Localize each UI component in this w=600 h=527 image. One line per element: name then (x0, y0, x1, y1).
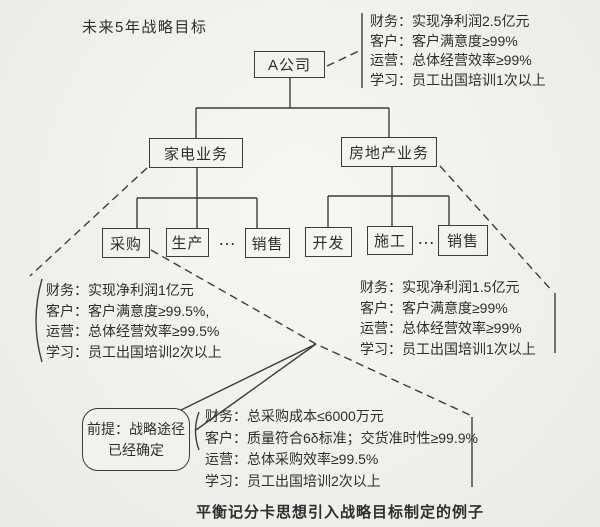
dashed-realestate-to-goals (439, 165, 554, 293)
dept-ellipsis-left: … (218, 229, 237, 249)
dashed-appliance-to-goals (29, 167, 148, 277)
org-connector-lines (136, 78, 450, 228)
figure-caption: 平衡记分卡思想引入战略目标制定的例子 (196, 504, 485, 521)
goal-row: 学习：员工出国培训1次以上 (370, 71, 546, 88)
goal-row: 客户：客户满意度≥99.5%, (46, 302, 210, 319)
premise-line-2: 已经确定 (108, 441, 164, 458)
goal-block-brackets (35, 13, 556, 487)
dept-box-production: 生产 (166, 228, 209, 257)
premise-line-1: 前提：战略途径 (87, 420, 185, 437)
goal-row: 运营：总体采购效率≥99.5% (205, 451, 379, 467)
root-company-box: A公司 (254, 51, 325, 78)
bracket-appliance-goals (35, 278, 43, 363)
goal-row: 运营：总体经营效率≥99% (370, 52, 532, 68)
goal-row: 财务：总采购成本≤6000万元 (205, 408, 384, 424)
page-title: 未来5年战略目标 (82, 19, 208, 36)
dashed-company-to-goals (326, 49, 362, 67)
goal-row: 客户：客户满意度≥99% (360, 299, 508, 316)
goals-procurement: 财务：总采购成本≤6000万元 客户：质量符合6δ标准；交货准时性≥99.9% … (205, 406, 478, 492)
goals-realestate: 财务：实现净利润1.5亿元 客户：客户满意度≥99% 运营：总体经营效率≥99%… (360, 277, 536, 359)
goal-row: 运营：总体经营效率≥99.5% (46, 323, 220, 339)
dept-box-sales-realestate: 销售 (438, 225, 488, 256)
dept-box-development: 开发 (305, 227, 352, 257)
goal-row: 财务：实现净利润1.5亿元 (360, 279, 520, 295)
dept-box-procurement: 采购 (102, 228, 150, 258)
goal-row: 财务：实现净利润2.5亿元 (370, 13, 530, 29)
goal-row: 运营：总体经营效率≥99% (360, 320, 522, 336)
goal-row: 学习：员工出国培训2次以上 (46, 343, 222, 360)
dept-box-sales-appliance: 销售 (245, 228, 290, 258)
dept-box-construction: 施工 (367, 226, 413, 255)
goal-row: 学习：员工出国培训2次以上 (205, 472, 381, 489)
callout-tail (180, 343, 317, 431)
goals-appliance: 财务：实现净利润1亿元 客户：客户满意度≥99.5%, 运营：总体经营效率≥99… (46, 280, 222, 362)
goal-row: 客户：质量符合6δ标准；交货准时性≥99.9% (205, 429, 478, 446)
division-box-realestate: 房地产业务 (341, 137, 437, 167)
goal-row: 客户：客户满意度≥99% (370, 32, 518, 49)
dept-ellipsis-right: … (417, 228, 436, 248)
goal-row: 学习：员工出国培训1次以上 (360, 340, 536, 357)
goal-row: 财务：实现净利润1亿元 (46, 282, 194, 298)
division-box-appliance: 家电业务 (149, 138, 243, 168)
premise-callout-bubble: 前提：战略途径 已经确定 (82, 408, 190, 471)
bracket-procurement-left (194, 411, 200, 451)
goals-company: 财务：实现净利润2.5亿元 客户：客户满意度≥99% 运营：总体经营效率≥99%… (370, 11, 546, 89)
